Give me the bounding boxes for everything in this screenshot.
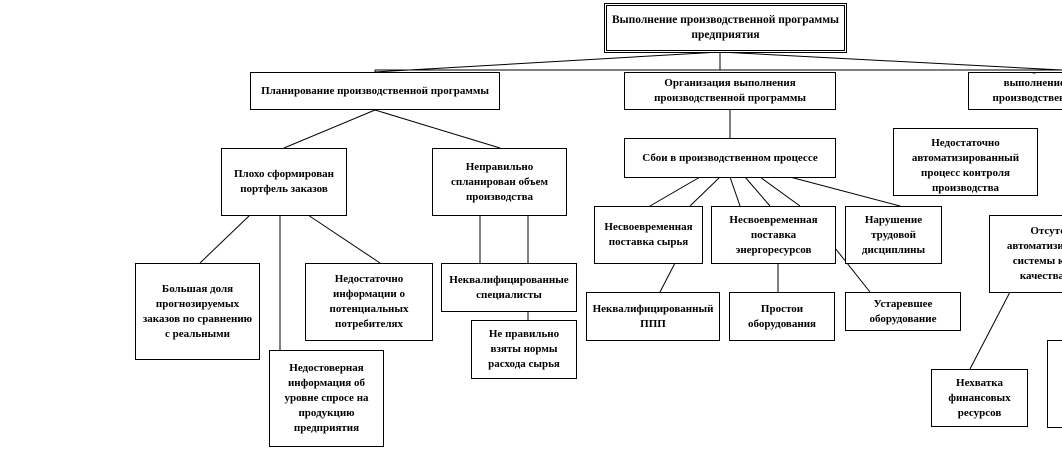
volume-node: Неправильно спланирован объем производст… [432, 148, 567, 216]
norms-node: Не правильно взяты нормы расхода сырья [471, 320, 577, 379]
control-node: Контроль за выполнением производственной… [968, 72, 1062, 110]
demand-info-node: Недостоверная информация об уровне спрос… [269, 350, 384, 447]
downtime-node: Простои оборудования [729, 292, 835, 341]
obsolete-node: Устаревшее оборудование [845, 292, 961, 331]
raw-delivery-node: Несвоевременная поставка сырья [594, 206, 703, 264]
consumer-info-node: Недостаточно информации о потенциальных … [305, 263, 433, 341]
automation-node: Недостаточно автоматизированный процесс … [893, 128, 1038, 196]
forecast-share-node: Большая доля прогнозируемых заказов по с… [135, 263, 260, 360]
organization-node: Организация выполнения производственной … [624, 72, 836, 110]
discipline-node: Нарушение трудовой дисциплины [845, 206, 942, 264]
no-system-node: Отсутствие автоматизированной системы ко… [989, 215, 1062, 293]
partial-node [1047, 340, 1062, 428]
ppp-node: Неквалифицированный ППП [586, 292, 720, 341]
unskilled-node: Неквалифицированные специалисты [441, 263, 577, 312]
planning-node: Планирование производственной программы [250, 72, 500, 110]
root-node: Выполнение производственной программы пр… [604, 3, 847, 53]
portfolio-node: Плохо сформирован портфель заказов [221, 148, 347, 216]
funds-node: Нехватка финансовых ресурсов [931, 369, 1028, 427]
energy-delivery-node: Несвоевременная поставка энергоресурсов [711, 206, 836, 264]
failure-node: Сбои в производственном процессе [624, 138, 836, 178]
